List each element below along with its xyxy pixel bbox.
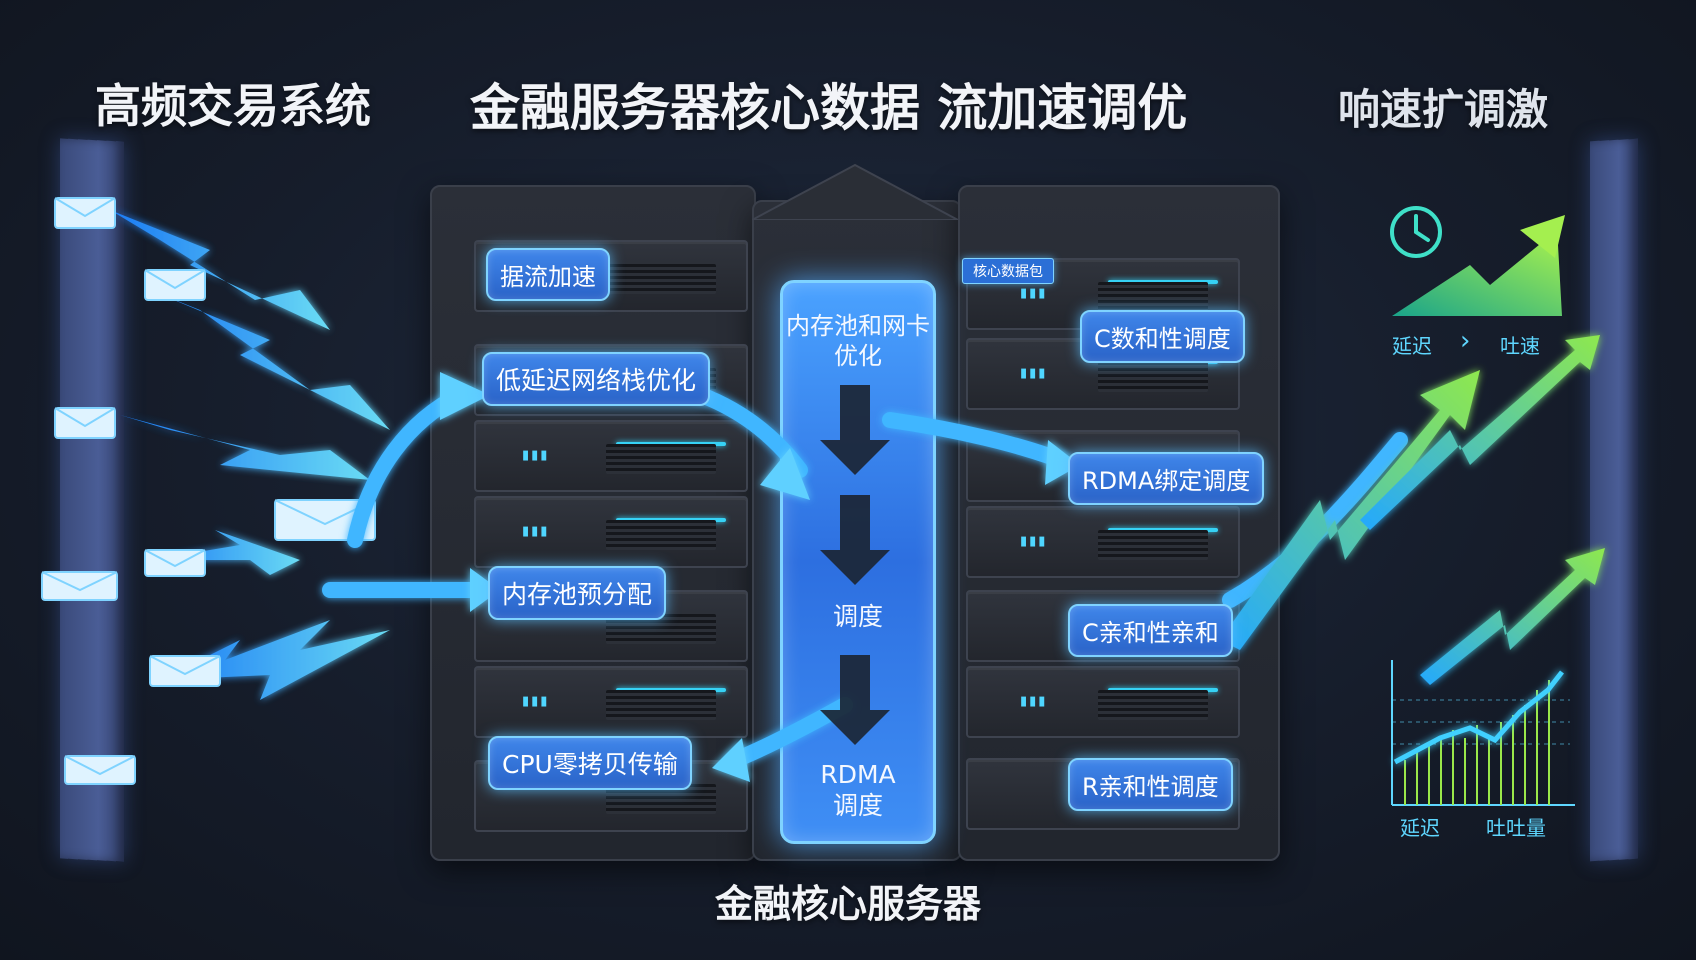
lightning-bolt	[110, 210, 330, 330]
label-affinity-scheduling: C数和性调度	[1080, 310, 1245, 363]
rack-unit: ▮▮▮	[474, 496, 748, 568]
down-arrow	[820, 495, 890, 585]
metric-latency-top: 延迟	[1392, 334, 1432, 358]
label-low-latency-stack: 低延迟网络栈优化	[482, 352, 711, 406]
label-stream-accel: 据流加速	[486, 248, 610, 301]
status-leds: ▮▮▮	[522, 524, 550, 539]
rising-arrow	[1220, 370, 1480, 650]
latency-throughput-chart	[1391, 660, 1575, 806]
system-title: 高频交易系统	[95, 79, 371, 133]
label-memory-pool: 内存池预分配	[488, 566, 667, 620]
throughput-arrow	[1520, 215, 1565, 258]
metric-throughput-bottom: 吐吐量	[1486, 816, 1546, 840]
metric-throughput-top: 吐速	[1500, 334, 1540, 358]
chevron-right-icon: ›	[1460, 326, 1471, 356]
status-leds: ▮▮▮	[522, 694, 550, 709]
lightning-bolt	[160, 620, 390, 700]
core-packet-tag: 核心数据包	[962, 258, 1054, 284]
down-arrow	[820, 385, 890, 475]
label-cpu-affinity: C亲和性亲和	[1068, 604, 1233, 657]
arrow-head	[712, 738, 750, 782]
lightning-bolt	[120, 415, 370, 480]
status-leds: ▮▮▮	[522, 448, 550, 463]
server-caption: 金融核心服务器	[714, 882, 981, 926]
lightning-bolt	[150, 530, 300, 575]
arrow-head	[760, 448, 810, 500]
status-leds: ▮▮▮	[1020, 694, 1048, 709]
status-leds: ▮▮▮	[1020, 366, 1048, 381]
label-rdma-binding: RDMA绑定调度	[1068, 452, 1265, 505]
status-leds: ▮▮▮	[1020, 286, 1048, 301]
clock-icon	[1390, 206, 1442, 258]
rising-arrow	[1420, 548, 1605, 685]
throughput-area	[1392, 240, 1562, 316]
metrics-title: 响速扩调激	[1338, 85, 1549, 134]
envelope-icon	[41, 197, 376, 785]
rack-roof	[752, 163, 958, 220]
rack-unit: ▮▮▮	[966, 506, 1240, 578]
column-stage-2: 调度	[832, 602, 883, 631]
status-leds: ▮▮▮	[1020, 534, 1048, 549]
page-title: 金融服务器核心数据 流加速调优	[470, 79, 1188, 137]
column-stage-3: RDMA 调度	[820, 760, 896, 821]
rising-arrow	[1360, 335, 1600, 530]
metric-latency-bottom: 延迟	[1400, 816, 1440, 840]
arrow-head	[1045, 440, 1080, 485]
flow-arrow	[882, 412, 1068, 468]
down-arrow	[820, 655, 890, 745]
label-r-affinity: R亲和性调度	[1068, 758, 1233, 811]
label-cpu-zero-copy: CPU零拷贝传输	[488, 736, 692, 790]
arrow-head	[440, 372, 490, 420]
rack-unit: ▮▮▮	[966, 666, 1240, 738]
lightning-bolt	[150, 290, 390, 430]
trend-line	[1393, 670, 1564, 765]
arrow-head	[470, 568, 500, 612]
column-stage-1: 内存池和网卡优化	[786, 312, 930, 370]
rack-unit: ▮▮▮	[474, 420, 748, 492]
